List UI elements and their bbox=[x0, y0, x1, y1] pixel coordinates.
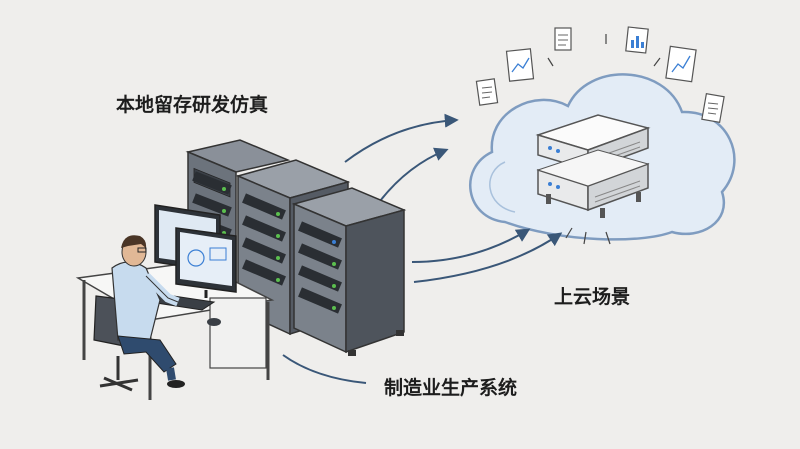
chart-document-icon bbox=[665, 45, 697, 83]
motion-lines bbox=[547, 34, 661, 245]
document-icon bbox=[701, 92, 725, 124]
cloud-server-icon bbox=[535, 114, 651, 218]
workstation-icon bbox=[148, 204, 237, 326]
label-manufacturing-system: 制造业生产系统 bbox=[384, 377, 518, 399]
chart-document-icon bbox=[625, 26, 649, 54]
person-icon bbox=[93, 235, 185, 392]
label-local-rd-simulation: 本地留存研发仿真 bbox=[116, 94, 269, 116]
server-rack-icon bbox=[185, 139, 407, 356]
document-icon bbox=[475, 78, 499, 106]
chart-document-icon bbox=[505, 48, 535, 82]
document-icon bbox=[554, 27, 572, 51]
label-cloud-scenario: 上云场景 bbox=[554, 286, 631, 308]
